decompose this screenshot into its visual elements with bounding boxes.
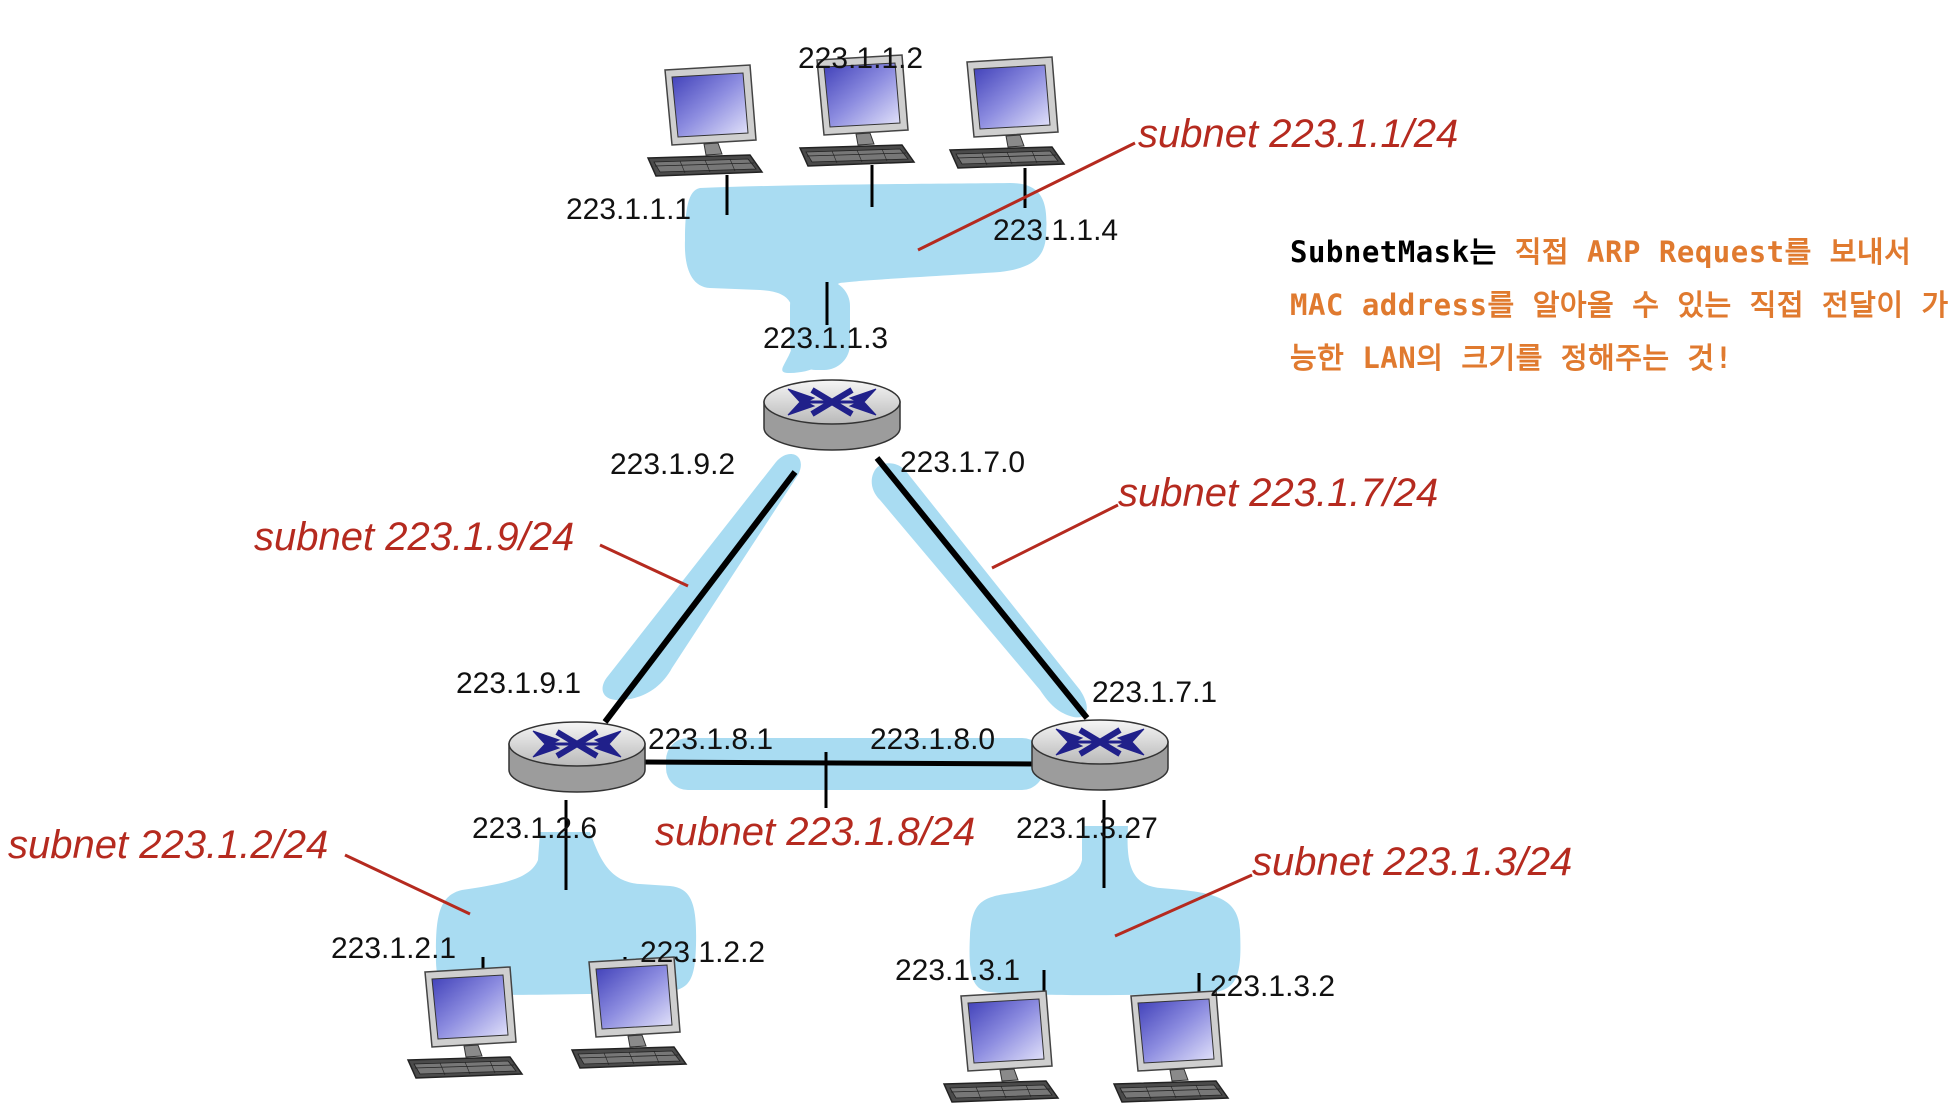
subnet-mask-note: SubnetMask는 직접 ARP Request를 보내서 MAC addr… — [1290, 226, 1950, 385]
ip-label: 223.1.1.1 — [566, 193, 691, 226]
router-left-icon — [509, 722, 645, 792]
subnet-pointer-lines — [344, 141, 1253, 938]
ip-label: 223.1.3.1 — [895, 954, 1020, 987]
ip-label: 223.1.8.0 — [870, 723, 995, 756]
host-223-1-3-2-icon — [1113, 990, 1229, 1103]
ip-label: 223.1.3.2 — [1210, 970, 1335, 1003]
host-223-1-1-4-icon — [949, 56, 1065, 169]
subnet-label-223-1-9: subnet 223.1.9/24 — [254, 515, 574, 559]
subnet-label-223-1-8: subnet 223.1.8/24 — [655, 810, 975, 854]
link-r1-r2 — [602, 470, 798, 724]
subnet-area-223-1-3 — [969, 826, 1241, 996]
ip-label: 223.1.1.2 — [798, 42, 923, 75]
subnet-area-223-1-9 — [602, 454, 801, 700]
ip-label: 223.1.8.1 — [648, 723, 773, 756]
subnet-area-223-1-2 — [435, 832, 697, 995]
link-r2-r3 — [641, 759, 1037, 767]
host-223-1-1-1-icon — [647, 64, 763, 177]
ip-label: 223.1.3.27 — [1016, 812, 1158, 845]
subnet-label-223-1-1: subnet 223.1.1/24 — [1138, 112, 1458, 156]
ip-label: 223.1.2.1 — [331, 932, 456, 965]
ip-label: 223.1.9.2 — [610, 448, 735, 481]
router-right-icon — [1032, 720, 1168, 790]
subnet-label-223-1-2: subnet 223.1.2/24 — [8, 823, 328, 867]
note-keyword: SubnetMask는 — [1290, 235, 1497, 269]
note-description: 직접 ARP Request를 보내서 MAC address를 알아올 수 있… — [1290, 235, 1949, 375]
ip-label: 223.1.1.3 — [763, 322, 888, 355]
host-223-1-2-1-icon — [407, 966, 523, 1079]
ip-label: 223.1.1.4 — [993, 214, 1118, 247]
ip-label: 223.1.2.2 — [640, 936, 765, 969]
ip-label: 223.1.9.1 — [456, 667, 581, 700]
ip-label: 223.1.2.6 — [472, 812, 597, 845]
subnet-label-223-1-7: subnet 223.1.7/24 — [1118, 471, 1438, 515]
subnet-label-223-1-3: subnet 223.1.3/24 — [1252, 840, 1572, 884]
ip-label: 223.1.7.1 — [1092, 676, 1217, 709]
ip-label: 223.1.7.0 — [900, 446, 1025, 479]
router-top-icon — [764, 380, 900, 450]
host-223-1-3-1-icon — [943, 990, 1059, 1103]
link-r1-r3 — [874, 456, 1090, 720]
